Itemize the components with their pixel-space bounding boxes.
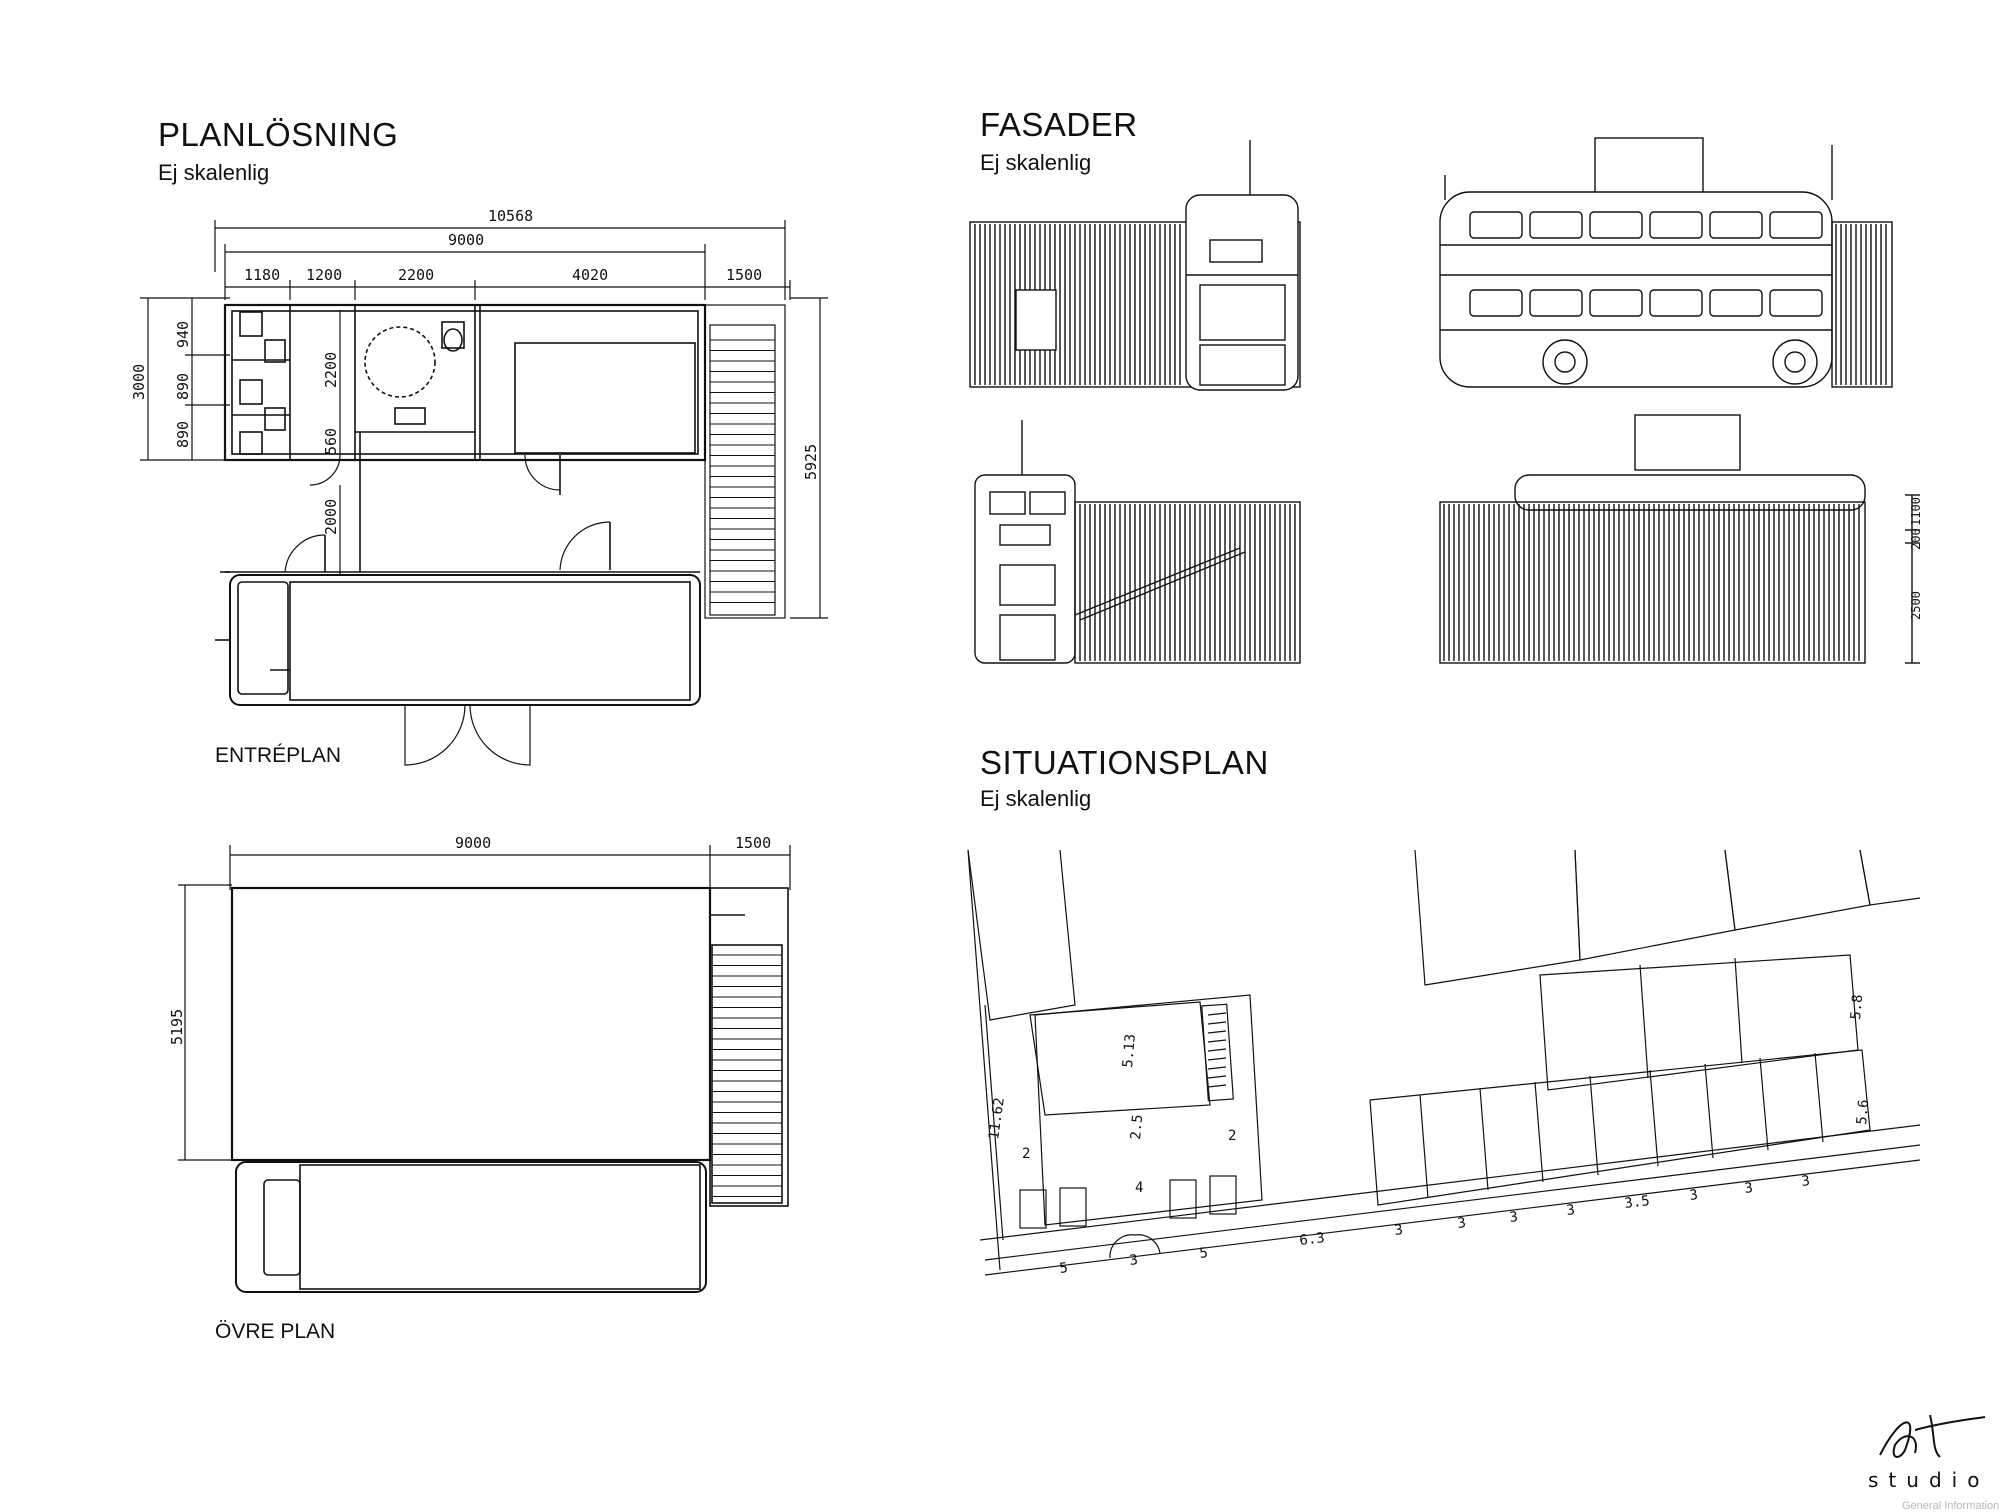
bus-window — [1529, 211, 1583, 239]
site-parcels — [967, 849, 1921, 1276]
ovre-dim-depth: 5195 — [168, 1009, 186, 1045]
bus-window — [1589, 289, 1643, 317]
site-dim-4: 3 — [1394, 1222, 1404, 1239]
ovre-dim-main: 9000 — [455, 834, 491, 852]
site-dim-8: 3.5 — [1624, 1193, 1651, 1212]
fasader-subtitle: Ej skalenlig — [980, 150, 1092, 175]
facade-dim-1100: 1100 — [1909, 497, 1923, 526]
dim-890a: 890 — [174, 373, 192, 400]
dim-seg4: 4020 — [572, 266, 608, 284]
site-dim-16: 2 — [1228, 1128, 1236, 1144]
site-stair-tread — [1207, 1075, 1227, 1079]
ovre-dim-stair: 1500 — [735, 834, 771, 852]
site-dim-12: 11.62 — [986, 1097, 1008, 1141]
ovre-dimension-lines — [178, 845, 791, 1161]
site-dim-15: 5.13 — [1120, 1033, 1139, 1068]
site-dim-11: 3 — [1801, 1173, 1811, 1190]
fasader-title: FASADER — [980, 106, 1138, 143]
at-studio-logo-mark — [1879, 1414, 1986, 1458]
situationsplan-title: SITUATIONSPLAN — [980, 744, 1269, 781]
facade-dim-200: 200 — [1909, 528, 1923, 550]
site-stair-tread — [1207, 1057, 1227, 1061]
dim-940: 940 — [174, 321, 192, 348]
site-dim-14: 2.5 — [1128, 1114, 1146, 1141]
site-stair-tread — [1207, 1048, 1227, 1052]
site-dim-0: 5 — [1059, 1260, 1069, 1277]
dim-depth: 3000 — [130, 364, 148, 400]
entreplan-label: ENTRÉPLAN — [215, 744, 342, 767]
site-dim-17: 4 — [1135, 1180, 1143, 1196]
site-dim-19: 5.6 — [1854, 1099, 1872, 1126]
bus-window — [1769, 289, 1823, 317]
dim-560: 560 — [322, 428, 340, 455]
site-dim-3: 6.3 — [1299, 1230, 1326, 1249]
dim-total: 10568 — [488, 207, 533, 225]
planlosning-subtitle: Ej skalenlig — [158, 160, 270, 185]
ovre-plan-label: ÖVRE PLAN — [215, 1320, 336, 1343]
entreplan-bus — [215, 571, 701, 766]
dim-seg2: 1200 — [306, 266, 342, 284]
entreplan-dimension-lines — [140, 220, 828, 619]
entreplan-stair — [704, 304, 786, 619]
dim-stair: 1500 — [726, 266, 762, 284]
facade-long-wall — [1439, 414, 1920, 664]
site-dim-2: 5 — [1199, 1245, 1209, 1262]
site-dim-5: 3 — [1457, 1215, 1467, 1232]
bus-window — [1769, 211, 1823, 239]
bus-window — [1469, 211, 1523, 239]
bus-window — [1649, 289, 1703, 317]
bus-window — [1529, 289, 1583, 317]
facade-side-bus — [1439, 137, 1893, 388]
site-stair-tread — [1207, 1021, 1227, 1025]
site-stair-tread — [1207, 1039, 1227, 1043]
facade-front-left — [969, 140, 1301, 391]
site-dim-1: 3 — [1129, 1252, 1139, 1269]
dim-2000: 2000 — [322, 499, 340, 535]
ovre-bus — [232, 1159, 707, 1293]
logo-wordmark: studio — [1868, 1468, 1990, 1492]
site-dim-7: 3 — [1566, 1202, 1576, 1219]
facade-rear-left — [974, 420, 1301, 664]
bus-window — [1709, 289, 1763, 317]
dim-seg3: 2200 — [398, 266, 434, 284]
dim-5925: 5925 — [802, 444, 820, 480]
facade-dim-2500: 2500 — [1909, 591, 1923, 620]
ovre-stair-treads — [712, 954, 782, 1197]
site-dim-6: 3 — [1509, 1209, 1519, 1226]
dim-seg1: 1180 — [244, 266, 280, 284]
site-dim-10: 3 — [1744, 1180, 1754, 1197]
site-dim-18: 5.8 — [1848, 994, 1866, 1021]
situationsplan-subtitle: Ej skalenlig — [980, 786, 1092, 811]
bus-window — [1709, 211, 1763, 239]
dim-890b: 890 — [174, 421, 192, 448]
bus-window — [1649, 211, 1703, 239]
footnote: General Information — [1902, 1500, 2000, 1512]
site-stair-tread — [1207, 1066, 1227, 1070]
dim-2200: 2200 — [322, 352, 340, 388]
bus-window — [1589, 211, 1643, 239]
site-stair-tread — [1207, 1084, 1227, 1088]
planlosning-title: PLANLÖSNING — [158, 116, 399, 153]
dim-main: 9000 — [448, 231, 484, 249]
site-stair-tread — [1207, 1030, 1227, 1034]
bus-window — [1469, 289, 1523, 317]
site-stair-tread — [1207, 1012, 1227, 1016]
site-dim-9: 3 — [1689, 1187, 1699, 1204]
site-dim-13: 2 — [1022, 1146, 1030, 1162]
entreplan-stair-treads — [710, 339, 775, 603]
